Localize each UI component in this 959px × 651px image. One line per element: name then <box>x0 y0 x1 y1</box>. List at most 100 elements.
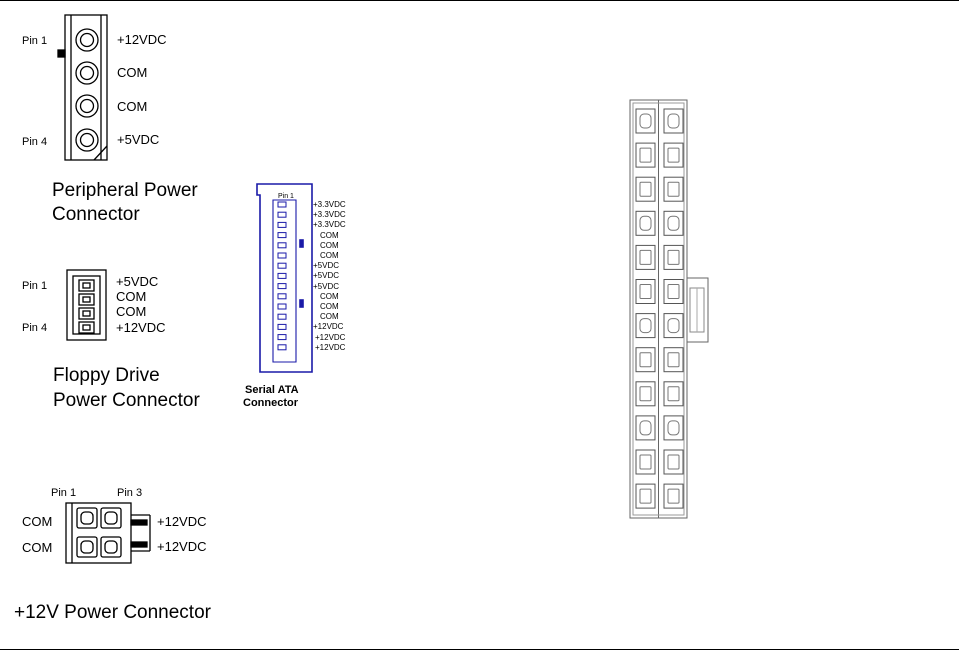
peripheral-pin-4 <box>75 128 99 152</box>
atx-pin <box>663 176 684 202</box>
peripheral-pin-value: +5VDC <box>117 132 160 147</box>
sata-pin-value: COM <box>320 230 339 240</box>
floppy-title-line1: Floppy Drive <box>53 365 160 386</box>
peripheral-pin1-label: Pin 1 <box>22 35 48 47</box>
sata-pin-value: +3.3VDC <box>313 210 346 220</box>
p12v-pin3-label: Pin 3 <box>117 487 143 499</box>
sata-pin-value: +5VDC <box>313 271 340 281</box>
p12v-right-label: +12VDC <box>157 514 207 529</box>
sata-pin <box>277 313 287 320</box>
floppy-pin-value: +5VDC <box>116 274 159 289</box>
floppy-pin-1 <box>78 279 95 292</box>
atx-pin <box>663 449 684 475</box>
floppy-pin-value: +12VDC <box>116 320 166 335</box>
atx-pin <box>663 108 684 134</box>
peripheral-pin-value: COM <box>117 65 148 80</box>
p12v-title: +12V Power Connector <box>14 602 211 623</box>
atx-pin <box>635 313 656 339</box>
floppy-pin-2 <box>78 293 95 306</box>
sata-pin <box>277 272 287 279</box>
atx-pin <box>635 415 656 441</box>
atx-pin <box>635 244 656 270</box>
peripheral-pin-3 <box>75 94 99 118</box>
peripheral-connector-shape <box>57 14 108 161</box>
atx-pin <box>635 142 656 168</box>
p12v-left-label: COM <box>22 514 53 529</box>
peripheral-title-line1: Peripheral Power <box>52 180 198 201</box>
sata-pin <box>277 221 287 228</box>
bottom-border <box>0 649 959 650</box>
sata-pin <box>277 334 287 341</box>
atx-pin <box>635 381 656 407</box>
peripheral-pin4-label: Pin 4 <box>22 136 48 148</box>
floppy-title-line2: Power Connector <box>53 390 200 411</box>
atx-pin <box>635 449 656 475</box>
atx-pin <box>635 176 656 202</box>
sata-pin <box>277 252 287 259</box>
sata-pin-value: +3.3VDC <box>313 200 346 209</box>
sata-pin <box>277 344 287 351</box>
peripheral-pin-2 <box>75 61 99 85</box>
sata-pin-value: COM <box>320 240 339 250</box>
atx-pin <box>635 347 656 373</box>
floppy-connector-shape <box>66 269 107 341</box>
sata-pin <box>277 201 287 208</box>
p12v-right-label: +12VDC <box>157 539 207 554</box>
sata-pin <box>277 262 287 269</box>
p12v-pin-3 <box>100 507 122 529</box>
atx-pin <box>663 142 684 168</box>
p12v-pin-1 <box>76 507 98 529</box>
sata-pin-value: +3.3VDC <box>313 220 346 230</box>
atx-24pin-connector-shape <box>629 99 709 519</box>
p12v-connector-shape <box>65 502 151 564</box>
peripheral-pin-value: +12VDC <box>117 32 167 47</box>
atx-pin <box>663 415 684 441</box>
sata-pin-value: COM <box>320 291 339 301</box>
floppy-pin-value: COM <box>116 289 147 304</box>
peripheral-pin-value: COM <box>117 99 148 114</box>
sata-pin-value: COM <box>320 302 339 311</box>
p12v-pin-2 <box>76 536 98 558</box>
atx-pin <box>663 347 684 373</box>
sata-connector-shape <box>256 183 313 373</box>
atx-pin <box>635 483 656 509</box>
floppy-pin-4 <box>78 321 95 334</box>
p12v-pin1-label: Pin 1 <box>51 487 77 499</box>
sata-pin-value: +12VDC <box>315 342 346 352</box>
sata-pin-value: COM <box>320 251 339 260</box>
peripheral-title-line2: Connector <box>52 204 140 225</box>
sata-pin1-label: Pin 1 <box>278 193 294 200</box>
atx-pin <box>663 210 684 236</box>
sata-pin-value: +12VDC <box>315 332 346 342</box>
sata-pin <box>277 211 287 218</box>
sata-pin <box>277 323 287 330</box>
sata-pin-value: +5VDC <box>313 261 340 271</box>
floppy-pin4-label: Pin 4 <box>22 322 48 334</box>
sata-pin <box>277 232 287 239</box>
sata-pin-value: COM <box>320 312 339 322</box>
atx-pin <box>635 279 656 304</box>
sata-pin <box>277 242 287 249</box>
sata-pin <box>277 303 287 310</box>
atx-pin <box>663 381 684 407</box>
floppy-pin-value: COM <box>116 304 147 319</box>
atx-pin <box>635 108 656 134</box>
atx-pin <box>663 313 684 339</box>
sata-title-line2: Connector <box>243 397 298 409</box>
sata-pin <box>277 293 287 300</box>
top-border <box>0 0 959 1</box>
floppy-pin-3 <box>78 307 95 320</box>
atx-pin <box>635 210 656 236</box>
atx-pin <box>663 244 684 270</box>
peripheral-pin-1 <box>75 28 99 52</box>
sata-pin-value: +5VDC <box>313 281 340 291</box>
floppy-pin1-label: Pin 1 <box>22 280 48 292</box>
atx-pin <box>663 279 684 304</box>
sata-title-line1: Serial ATA <box>245 384 299 396</box>
sata-pin <box>277 283 287 290</box>
p12v-pin-4 <box>100 536 122 558</box>
atx-pin <box>663 483 684 509</box>
p12v-left-label: COM <box>22 540 53 555</box>
